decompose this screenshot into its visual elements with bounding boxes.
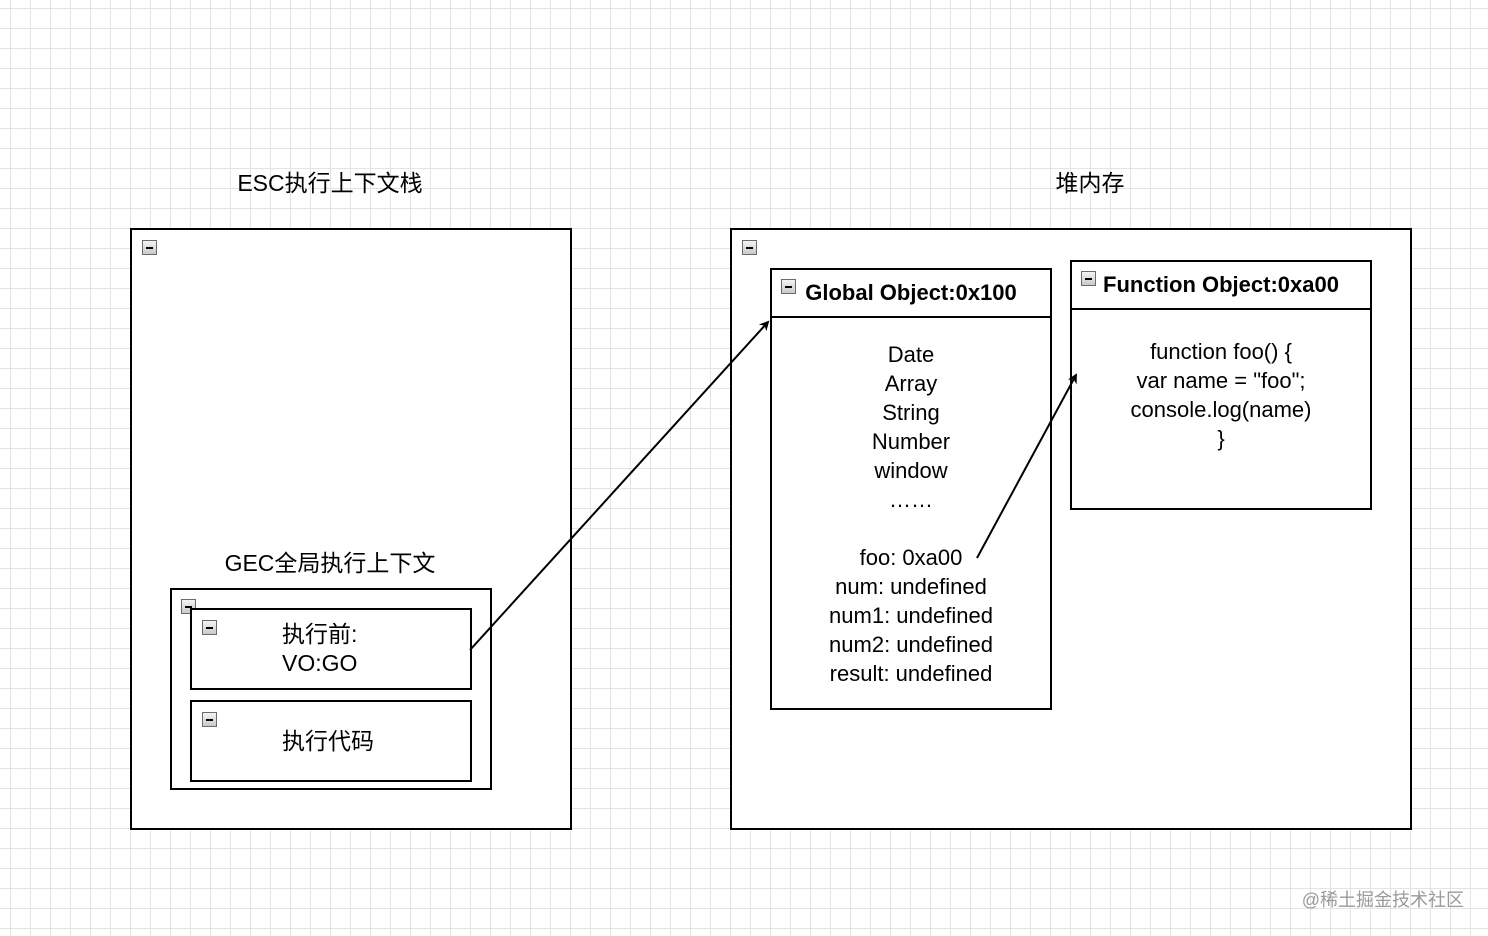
collapse-minus-icon[interactable] [202,712,217,727]
code-line: } [1217,426,1225,451]
global-prop: num: undefined [835,574,987,599]
collapse-minus-icon[interactable] [142,240,157,255]
gec-title: GEC全局执行上下文 [224,550,436,576]
global-object-title: Global Object:0x100 [772,270,1050,318]
global-prop: foo: 0xa00 [859,545,963,570]
global-object-items: Date Array String Number window …… foo: … [772,340,1050,688]
global-item: Array [884,371,938,396]
collapse-minus-icon[interactable] [742,240,757,255]
before-exec-line2: VO:GO [282,650,358,676]
global-item: …… [889,487,933,512]
code-line: var name = "foo"; [1136,368,1306,393]
heap-title: 堆内存 [1055,170,1125,196]
global-prop: result: undefined [829,661,993,686]
function-object-title: Function Object:0xa00 [1072,262,1370,310]
code-line: console.log(name) [1130,397,1312,422]
code-line: function foo() { [1150,339,1292,364]
exec-code-box[interactable]: 执行代码 [190,700,472,782]
global-object-box[interactable]: Global Object:0x100 Date Array String Nu… [770,268,1052,710]
spacer [772,514,1050,543]
before-exec-line1: 执行前: [282,621,358,647]
collapse-minus-icon[interactable] [1081,271,1096,286]
global-prop: num2: undefined [829,632,993,657]
function-object-code: function foo() { var name = "foo"; conso… [1072,337,1370,453]
global-item: Number [871,429,951,454]
watermark: @稀土掘金技术社区 [1301,890,1464,910]
function-object-box[interactable]: Function Object:0xa00 function foo() { v… [1070,260,1372,510]
global-item: Date [887,342,935,367]
before-exec-box[interactable]: 执行前: VO:GO [190,608,472,690]
stack-title: ESC执行上下文栈 [237,170,423,196]
global-item: window [874,458,948,483]
global-prop: num1: undefined [829,603,993,628]
global-item: String [882,400,940,425]
exec-code-label: 执行代码 [282,728,374,754]
collapse-minus-icon[interactable] [781,279,796,294]
collapse-minus-icon[interactable] [202,620,217,635]
